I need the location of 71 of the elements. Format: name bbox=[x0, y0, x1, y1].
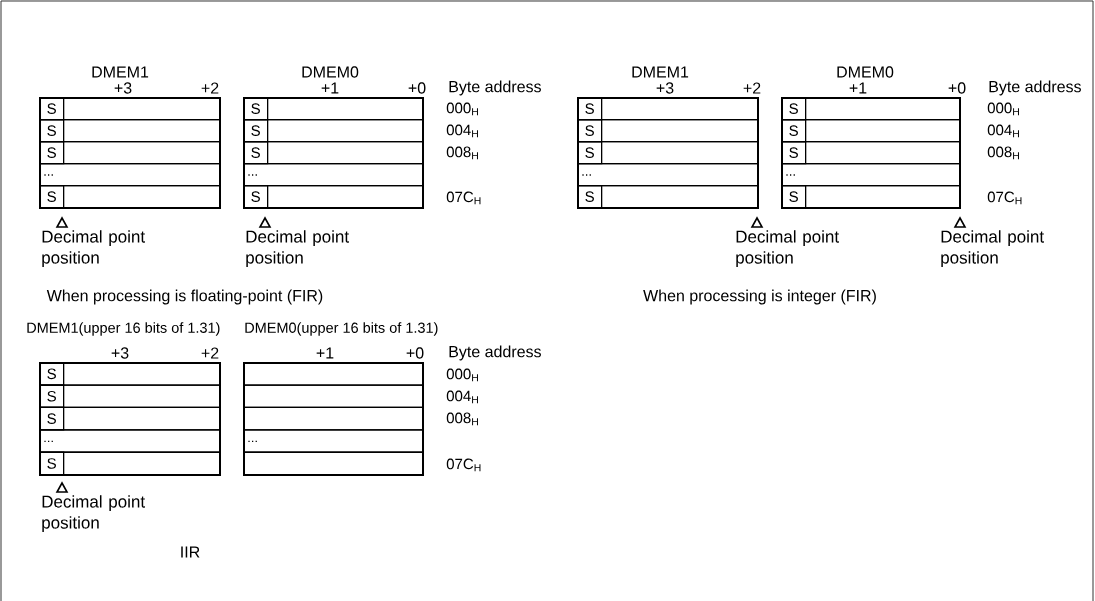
caption: IIR bbox=[181, 546, 200, 558]
address-label: 004$_{H}$ bbox=[446, 390, 478, 404]
byte-offset-label: +3 bbox=[114, 82, 132, 94]
column-heading: Byte address bbox=[989, 80, 1081, 96]
memory-row: ... bbox=[243, 429, 424, 453]
sign-bit-cell: S bbox=[39, 406, 65, 431]
memory-row: ... bbox=[243, 163, 424, 187]
block-heading: DMEM1 bbox=[632, 66, 689, 78]
sign-bit-cell: S bbox=[781, 97, 807, 121]
memory-row bbox=[243, 384, 424, 409]
address-label: 008$_{H}$ bbox=[446, 146, 478, 160]
byte-offset-label: +2 bbox=[743, 82, 761, 94]
memory-row: ... bbox=[39, 429, 221, 453]
byte-offset-label: +3 bbox=[111, 347, 129, 359]
block-heading: DMEM0 bbox=[837, 66, 894, 78]
sign-bit-cell: S bbox=[577, 141, 603, 165]
address-label: 000$_{H}$ bbox=[987, 102, 1019, 116]
decimal-point-label: Decimal point position bbox=[736, 230, 839, 268]
sign-bit-cell: S bbox=[39, 451, 65, 476]
address-label: 008$_{H}$ bbox=[987, 146, 1019, 160]
address-label: 008$_{H}$ bbox=[446, 412, 478, 426]
block-heading: DMEM0 bbox=[302, 66, 359, 78]
block-heading: DMEM0(upper 16 bits of 1.31) bbox=[245, 322, 438, 336]
address-label: 004$_{H}$ bbox=[987, 124, 1019, 138]
sign-bit-cell: S bbox=[39, 185, 65, 209]
sign-bit-cell: S bbox=[243, 141, 269, 165]
byte-offset-label: +3 bbox=[656, 82, 674, 94]
byte-offset-label: +0 bbox=[948, 82, 966, 94]
decimal-point-label: Decimal point position bbox=[246, 230, 349, 268]
decimal-point-label: Decimal point position bbox=[42, 230, 145, 268]
column-heading: Byte address bbox=[449, 80, 541, 96]
decimal-point-label: Decimal point position bbox=[42, 495, 145, 533]
block-heading: DMEM1 bbox=[92, 66, 149, 78]
sign-bit-cell: S bbox=[577, 119, 603, 143]
address-label: 07C$_{H}$ bbox=[987, 191, 1022, 205]
caption: When processing is integer (FIR) bbox=[643, 289, 876, 305]
memory-row bbox=[243, 362, 424, 386]
address-label: 07C$_{H}$ bbox=[446, 458, 481, 472]
memory-row bbox=[243, 451, 424, 476]
sign-bit-cell: S bbox=[39, 119, 65, 143]
sign-bit-cell: S bbox=[243, 97, 269, 121]
address-label: 000$_{H}$ bbox=[446, 368, 478, 382]
sign-bit-cell: S bbox=[39, 384, 65, 409]
byte-offset-label: +1 bbox=[321, 82, 339, 94]
sign-bit-cell: S bbox=[243, 185, 269, 209]
sign-bit-cell: S bbox=[577, 97, 603, 121]
sign-bit-cell: S bbox=[39, 97, 65, 121]
sign-bit-cell: S bbox=[39, 362, 65, 386]
column-heading: Byte address bbox=[449, 345, 541, 361]
byte-offset-label: +2 bbox=[201, 82, 219, 94]
address-label: 004$_{H}$ bbox=[446, 124, 478, 138]
caption: When processing is floating-point (FIR) bbox=[46, 289, 323, 305]
byte-offset-label: +0 bbox=[408, 82, 426, 94]
memory-row: ... bbox=[577, 163, 759, 187]
byte-offset-label: +1 bbox=[316, 347, 334, 359]
sign-bit-cell: S bbox=[781, 119, 807, 143]
sign-bit-cell: S bbox=[781, 185, 807, 209]
sign-bit-cell: S bbox=[781, 141, 807, 165]
byte-offset-label: +1 bbox=[849, 82, 867, 94]
memory-row: ... bbox=[39, 163, 221, 187]
memory-row: ... bbox=[781, 163, 961, 187]
memory-row bbox=[243, 406, 424, 431]
byte-offset-label: +2 bbox=[201, 347, 219, 359]
sign-bit-cell: S bbox=[39, 141, 65, 165]
address-label: 000$_{H}$ bbox=[446, 102, 478, 116]
block-heading: DMEM1(upper 16 bits of 1.31) bbox=[27, 322, 220, 336]
sign-bit-cell: S bbox=[243, 119, 269, 143]
address-label: 07C$_{H}$ bbox=[446, 191, 481, 205]
sign-bit-cell: S bbox=[577, 185, 603, 209]
decimal-point-label: Decimal point position bbox=[941, 230, 1044, 268]
byte-offset-label: +0 bbox=[406, 347, 424, 359]
